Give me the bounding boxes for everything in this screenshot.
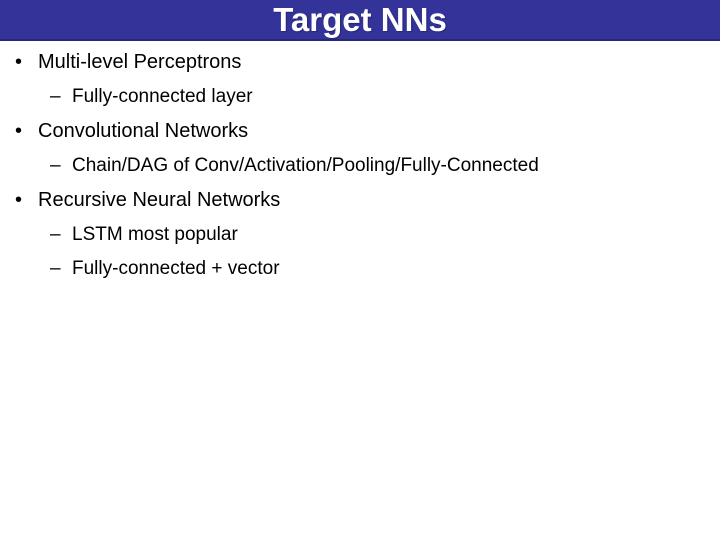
dash-marker-icon: –	[50, 154, 61, 176]
bullet-dot-icon: •	[15, 189, 23, 211]
sub-bullet-item: – Fully-connected layer	[0, 80, 720, 115]
dash-marker-icon: –	[50, 258, 61, 279]
bullet-dot-icon: •	[15, 120, 23, 142]
sub-bullet-item: – Fully-connected + vector	[0, 252, 720, 287]
sub-bullet-text: Chain/DAG of Conv/Activation/Pooling/Ful…	[72, 154, 539, 176]
slide-body: • Multi-level Perceptrons – Fully-connec…	[0, 45, 720, 287]
bullet-text: Multi-level Perceptrons	[38, 51, 242, 73]
sub-bullet-text: Fully-connected + vector	[72, 258, 280, 279]
sub-bullet-item: – LSTM most popular	[0, 218, 720, 253]
bullet-text: Convolutional Networks	[38, 120, 249, 142]
slide-title-bar: Target NNs	[0, 0, 720, 41]
dash-marker-icon: –	[50, 85, 61, 107]
bullet-item: • Recursive Neural Networks	[0, 183, 720, 218]
bullet-dot-icon: •	[15, 51, 23, 73]
sub-bullet-text: LSTM most popular	[72, 223, 238, 245]
dash-marker-icon: –	[50, 223, 61, 245]
bullet-text: Recursive Neural Networks	[38, 189, 281, 211]
bullet-item: • Convolutional Networks	[0, 114, 720, 149]
bullet-item: • Multi-level Perceptrons	[0, 45, 720, 80]
sub-bullet-text: Fully-connected layer	[72, 85, 253, 107]
slide-title: Target NNs	[273, 1, 447, 38]
sub-bullet-item: – Chain/DAG of Conv/Activation/Pooling/F…	[0, 149, 720, 184]
